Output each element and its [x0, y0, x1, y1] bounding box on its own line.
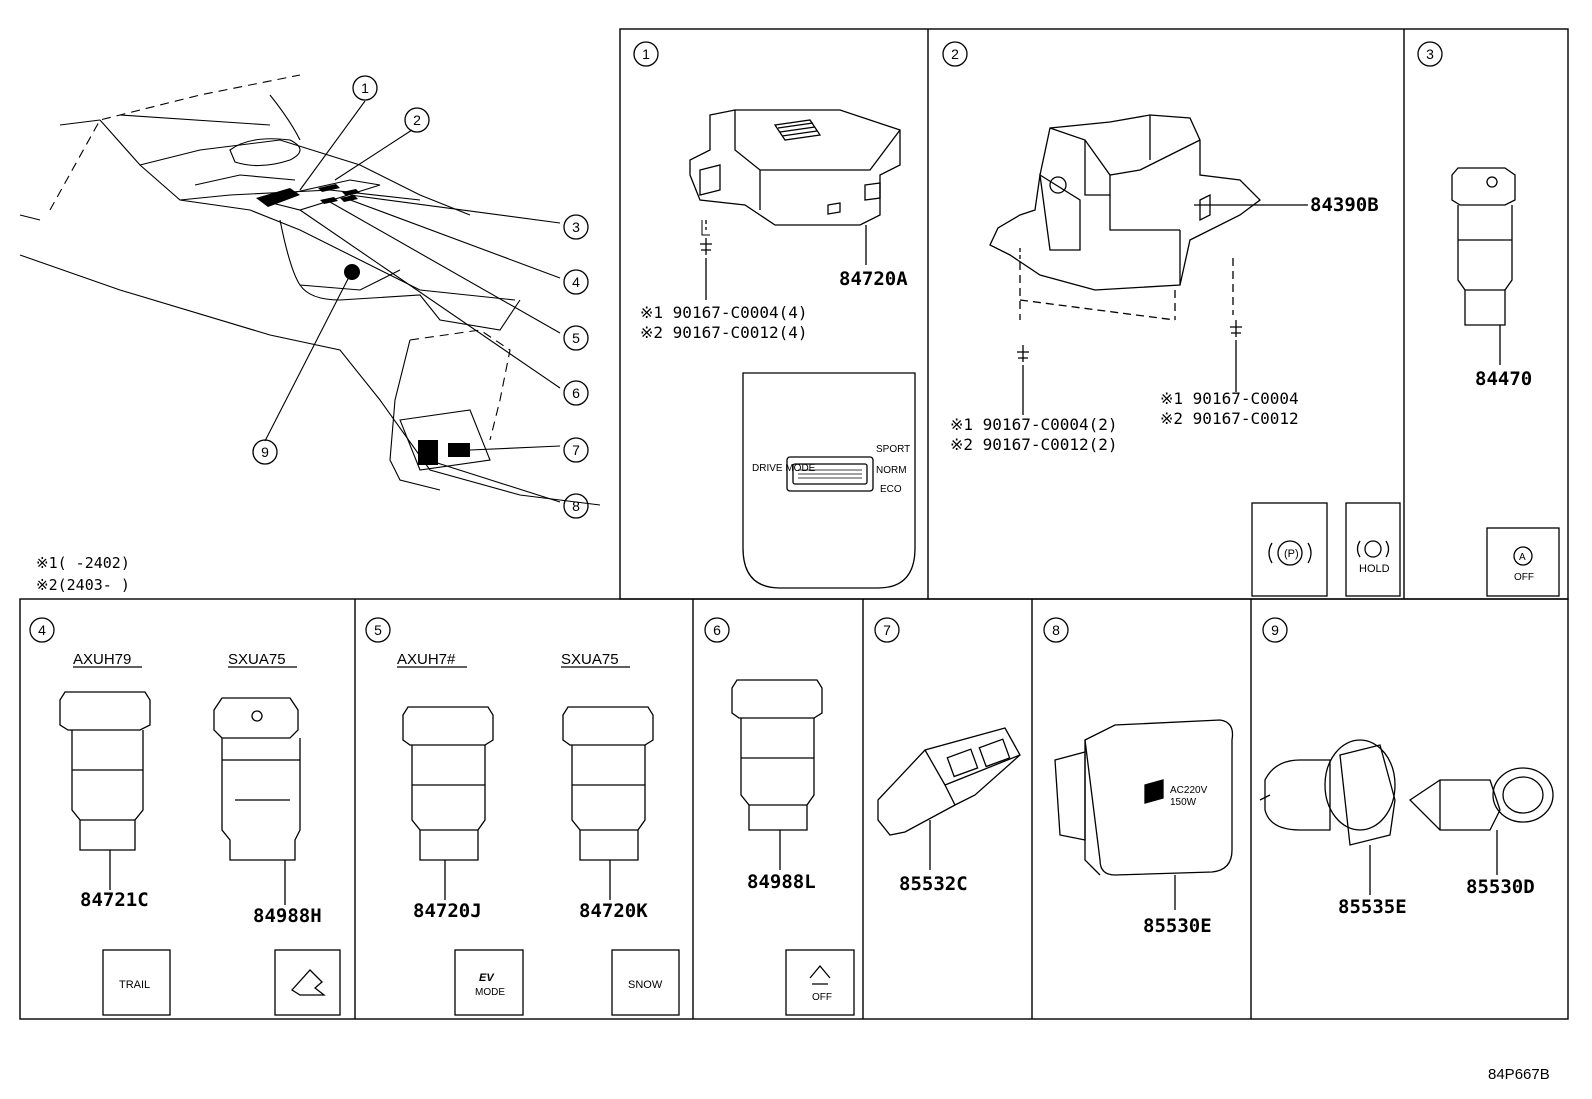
- drive-mode-cover-icon: [742, 372, 916, 589]
- panel-9-number: 9: [1271, 622, 1279, 638]
- drive-mode-cover-labels: DRIVE MODE SPORT NORM ECO: [752, 444, 910, 495]
- overview-leaders: [264, 100, 561, 503]
- part-84721C: 84721C: [80, 889, 149, 911]
- part-85530E: 85530E: [1143, 915, 1212, 937]
- bolt-note-2: ※2 90167-C0012(4): [640, 323, 808, 342]
- p-icon-label: (P): [1284, 548, 1299, 560]
- panel-3-labels: 84470 A OFF: [1475, 368, 1534, 583]
- snow-label: SNOW: [628, 979, 663, 991]
- bolt-note-5: ※1 90167-C0004: [1160, 389, 1299, 408]
- part-84988H: 84988H: [253, 905, 322, 927]
- part-84720A: 84720A: [839, 268, 908, 290]
- note-2: ※2(2403- ): [36, 576, 130, 594]
- callout-2: 2: [413, 112, 421, 128]
- panel-1-number: 1: [642, 46, 650, 62]
- panel-9-labels: 85535E 85530D: [1338, 876, 1535, 918]
- panel-6-number: 6: [713, 622, 721, 638]
- parking-brake-switch-drawing: [989, 114, 1308, 415]
- part-84470: 84470: [1475, 368, 1532, 390]
- panel-8-number: 8: [1052, 622, 1060, 638]
- callout-5: 5: [572, 330, 580, 346]
- hold-label: HOLD: [1359, 563, 1390, 575]
- part-84720K: 84720K: [579, 900, 648, 922]
- panel-4-labels: AXUH79 SXUA75 84721C 84988H TRAIL: [73, 651, 322, 991]
- bolt-note-1: ※1 90167-C0004(4): [640, 303, 808, 322]
- drive-mode-switch-drawing: [689, 109, 901, 300]
- panel-4-number: 4: [38, 622, 46, 638]
- ev-label: EV: [479, 972, 495, 984]
- panel-8-labels: 85530E AC220V 150W: [1143, 785, 1212, 937]
- trail-label: TRAIL: [119, 979, 150, 991]
- panel-5-number: 5: [374, 622, 382, 638]
- panel-7-labels: 85532C: [899, 873, 968, 895]
- parking-brake-icon: [1251, 502, 1328, 597]
- panel-2-icon-labels: (P) HOLD: [1284, 548, 1390, 575]
- panel-5-labels: AXUH7# SXUA75 84720J 84720K EV MODE SNOW: [397, 651, 663, 998]
- panel-2-number: 2: [951, 46, 959, 62]
- panel-numbers: 1 2 3 4 5 6 7 8 9: [38, 46, 1434, 638]
- eco-label: ECO: [880, 484, 902, 495]
- norm-label: NORM: [876, 465, 907, 476]
- callout-4: 4: [572, 274, 580, 290]
- a-symbol: A: [1519, 552, 1526, 563]
- callout-3: 3: [572, 219, 580, 235]
- model-sxua75-b: SXUA75: [561, 651, 619, 668]
- panel-6-drawings: [731, 679, 855, 1016]
- drive-mode-label: DRIVE MODE: [752, 463, 816, 474]
- diagram-id: 84P667B: [1488, 1066, 1550, 1083]
- 150w-label: 150W: [1170, 797, 1197, 808]
- ev-mode-label: MODE: [475, 987, 505, 998]
- sport-label: SPORT: [876, 444, 910, 455]
- part-85530D: 85530D: [1466, 876, 1535, 898]
- console-overview: [19, 74, 601, 506]
- footnotes: ※1( -2402) ※2(2403- ): [36, 554, 130, 594]
- part-85532C: 85532C: [899, 873, 968, 895]
- panel-3-switch-drawing: [1451, 167, 1560, 597]
- callout-7: 7: [572, 442, 580, 458]
- panel-frames: [19, 28, 1569, 1020]
- part-85535E: 85535E: [1338, 896, 1407, 918]
- part-84390B: 84390B: [1310, 194, 1379, 216]
- callout-8: 8: [572, 498, 580, 514]
- panel-9-drawings: [1259, 739, 1554, 895]
- bolt-note-4: ※2 90167-C0012(2): [950, 435, 1118, 454]
- part-84988L: 84988L: [747, 871, 816, 893]
- panel-7-number: 7: [883, 622, 891, 638]
- model-axuh79: AXUH79: [73, 651, 131, 668]
- bolt-note-6: ※2 90167-C0012: [1160, 409, 1299, 428]
- overview-callout-numbers: 1 2 3 4 5 6 7 8 9: [261, 80, 580, 514]
- trac-off-label: OFF: [812, 992, 832, 1003]
- panel-4-drawings: [59, 666, 341, 1016]
- model-axuh7x: AXUH7#: [397, 651, 456, 668]
- callout-1: 1: [361, 80, 369, 96]
- panel-5-drawings: [397, 666, 680, 1016]
- ac220v-label: AC220V: [1170, 785, 1208, 796]
- part-84720J: 84720J: [413, 900, 482, 922]
- hold-icon: [1345, 502, 1401, 597]
- panel-6-labels: 84988L OFF: [747, 871, 832, 1003]
- callout-9: 9: [261, 444, 269, 460]
- overview-switches: [256, 184, 470, 465]
- note-1: ※1( -2402): [36, 554, 130, 572]
- panel-8-drawings: [1054, 719, 1234, 910]
- panel-7-drawings: [877, 727, 1021, 870]
- overview-callouts: [252, 75, 589, 519]
- a-off-label: OFF: [1514, 572, 1534, 583]
- panel-3-number: 3: [1426, 46, 1434, 62]
- callout-6: 6: [572, 385, 580, 401]
- panel-number-circles: [29, 41, 1443, 643]
- panel-2-labels: 84390B ※1 90167-C0004(2) ※2 90167-C0012(…: [950, 194, 1379, 454]
- bolt-note-3: ※1 90167-C0004(2): [950, 415, 1118, 434]
- model-sxua75-a: SXUA75: [228, 651, 286, 668]
- panel-1-labels: 84720A ※1 90167-C0004(4) ※2 90167-C0012(…: [640, 268, 908, 342]
